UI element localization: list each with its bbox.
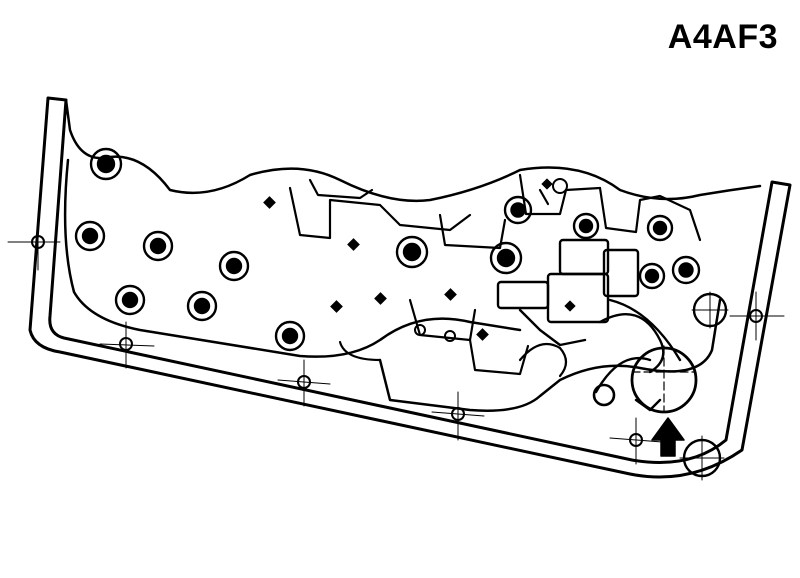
control-block [496,238,682,374]
locator-holes [679,291,729,481]
bolt-heads [74,147,701,352]
lower-channels [338,298,568,378]
bolt-icon [74,220,106,252]
up-arrow-icon [651,417,685,457]
lower-manifold [378,298,722,412]
pan-rim [64,98,762,203]
bolt-icon [274,320,306,352]
solenoid-assembly [592,345,698,414]
bolt-icon [503,195,533,225]
dowel-pin-icon [431,391,485,441]
pan-screw-holes [7,213,785,465]
upper-channels [288,173,702,250]
bolt-icon [646,214,674,242]
bolt-icon [218,250,250,282]
pan-outline [28,96,792,479]
small-plugs [414,178,568,342]
bolt-icon [142,230,174,262]
dowel-pin-icon [7,213,61,271]
inner-contour [63,158,522,358]
bolt-icon [114,284,146,316]
bolt-icon [489,241,523,275]
bolt-icon [671,255,701,285]
check-ball-markers [263,178,576,341]
dowel-pin-icon [277,359,331,407]
dowel-pin-icon [99,321,155,369]
bolt-icon [572,212,600,240]
bolt-icon [89,147,123,181]
model-code-label: A4AF3 [667,18,778,56]
bolt-icon [395,235,429,269]
bolt-icon [638,262,666,290]
dowel-pin-icon [609,417,663,465]
bolt-icon [186,290,218,322]
dowel-pin-icon [729,291,785,341]
